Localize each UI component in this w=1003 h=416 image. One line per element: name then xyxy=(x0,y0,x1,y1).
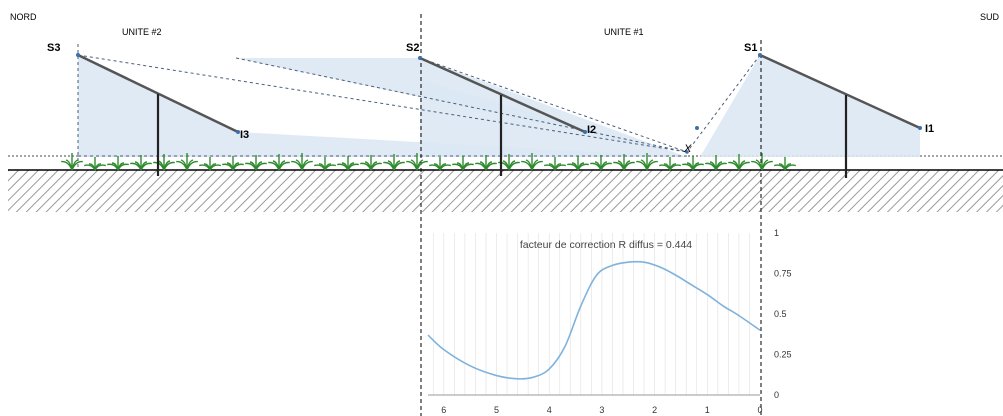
crop-plant-icon xyxy=(498,154,520,171)
shade-area-unit1 xyxy=(700,55,920,157)
crop-plant-icon xyxy=(337,156,359,171)
panel-s1 xyxy=(759,53,921,130)
chart-y-ticks: 0 0.25 0.5 0.75 1 xyxy=(774,228,792,400)
shade-area-unit2 xyxy=(78,55,687,157)
crop-plant-icon xyxy=(406,153,428,171)
chart-x-tick-label: 6 xyxy=(441,405,446,415)
panel-unit2 xyxy=(77,53,239,134)
crop-plant-icon xyxy=(773,157,797,171)
crop-plant-icon xyxy=(222,156,244,171)
chart-y-tick-label: 0 xyxy=(774,390,779,400)
label-i1: I1 xyxy=(925,123,934,135)
crop-plant-icon xyxy=(613,154,635,171)
label-sud: SUD xyxy=(980,12,1000,22)
ground-hatch xyxy=(8,170,1003,212)
crop-plant-icon xyxy=(107,156,129,171)
marker-i3 xyxy=(236,130,240,134)
marker-i1 xyxy=(918,126,922,130)
crop-plant-icon xyxy=(682,156,704,171)
crop-plant-icon xyxy=(83,157,107,171)
crop-plant-icon xyxy=(291,153,313,171)
crop-plant-icon xyxy=(728,154,750,171)
chart-y-tick-label: 0.75 xyxy=(774,269,792,279)
pv-panels xyxy=(77,53,921,178)
label-x: X xyxy=(683,143,692,155)
crop-plant-icon xyxy=(428,157,452,171)
crop-plant-icon xyxy=(751,153,773,171)
label-unite2: UNITE #2 xyxy=(122,27,162,37)
crop-row xyxy=(61,152,797,171)
label-unite1: UNITE #1 xyxy=(604,27,644,37)
chart-series-line xyxy=(427,260,761,380)
panel-s2 xyxy=(419,56,586,134)
point-markers xyxy=(76,53,922,154)
chart-x-tick-label: 5 xyxy=(494,405,499,415)
label-i2: I2 xyxy=(587,124,596,136)
label-s2: S2 xyxy=(406,42,419,54)
crop-plant-icon xyxy=(61,153,83,171)
crop-plant-icon xyxy=(360,155,382,171)
marker-s3 xyxy=(76,53,80,57)
crop-plant-icon xyxy=(245,155,267,171)
label-s1: S1 xyxy=(744,42,757,54)
crop-plant-icon xyxy=(313,157,337,171)
crop-plant-icon xyxy=(153,154,175,171)
crop-plant-icon xyxy=(636,153,658,171)
crop-plant-icon xyxy=(268,154,290,171)
correction-factor-chart: facteur de correction R diffus = 0.444 6… xyxy=(427,228,792,415)
crop-plant-icon xyxy=(176,152,198,171)
crop-plant-icon xyxy=(543,157,567,171)
chart-x-ticks: 6 5 4 3 2 1 0 xyxy=(441,405,762,415)
crop-plant-icon xyxy=(475,155,497,171)
chart-x-tick-label: 0 xyxy=(757,405,762,415)
marker-s2 xyxy=(418,56,422,60)
crop-plant-icon xyxy=(567,156,589,171)
chart-y-tick-label: 0.25 xyxy=(774,350,792,360)
crop-plant-icon xyxy=(383,154,405,171)
crop-plant-icon xyxy=(130,155,152,171)
label-i3: I3 xyxy=(240,129,249,141)
crop-plant-icon xyxy=(658,157,682,171)
chart-x-tick-label: 4 xyxy=(547,405,552,415)
chart-x-tick-label: 3 xyxy=(599,405,604,415)
shade-area-s2 xyxy=(420,58,687,157)
crop-plant-icon xyxy=(198,157,222,171)
crop-plant-icon xyxy=(452,156,474,171)
crop-plant-icon xyxy=(705,155,727,171)
crop-plant-icon xyxy=(521,153,543,171)
label-nord: NORD xyxy=(10,12,37,22)
shade-areas xyxy=(78,55,920,157)
chart-y-tick-label: 1 xyxy=(774,228,779,238)
label-s3: S3 xyxy=(47,42,60,54)
marker-extra xyxy=(695,126,699,130)
crop-plant-icon xyxy=(590,155,612,171)
chart-grid xyxy=(432,233,750,395)
chart-x-tick-label: 1 xyxy=(705,405,710,415)
chart-x-tick-label: 2 xyxy=(652,405,657,415)
chart-title: facteur de correction R diffus = 0.444 xyxy=(520,239,692,251)
marker-s1 xyxy=(758,53,762,57)
marker-x xyxy=(685,150,689,154)
marker-i2 xyxy=(583,130,587,134)
chart-y-tick-label: 0.5 xyxy=(774,309,787,319)
